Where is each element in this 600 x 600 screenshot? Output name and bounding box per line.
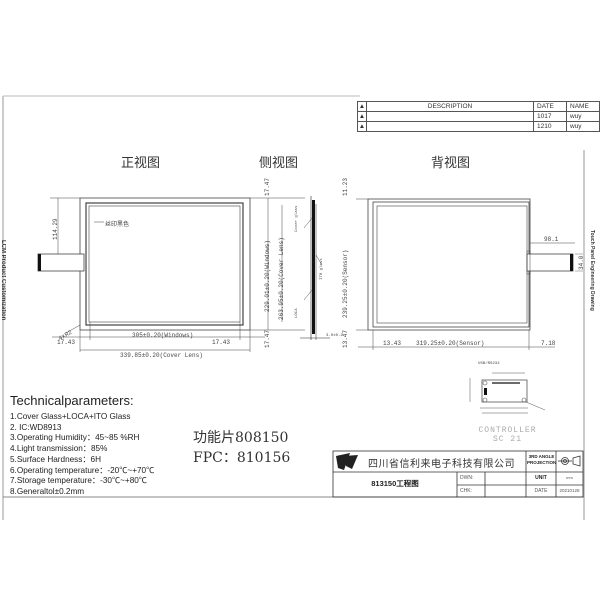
tech-param-item: 6.Operating temperature：-20℃~+70℃	[10, 465, 155, 475]
projection-symbol-icon	[558, 455, 581, 467]
projection-line1: 3RD ANGLE	[528, 454, 555, 459]
date-label: DATE	[534, 488, 548, 494]
dim-bottom-border: 17.47	[264, 329, 271, 348]
unit-label: UNIT	[535, 475, 547, 481]
dim-top-border: 17.47	[264, 177, 271, 196]
dim-fpc-width: 34.0	[578, 255, 585, 270]
dim-fpc-length: 98.1	[544, 236, 559, 243]
revision-row: ▲ 1017 wuy	[357, 111, 600, 122]
side-view-title: 侧视图	[259, 156, 299, 171]
dim-thickness: 3.0±0.2	[326, 334, 343, 338]
technical-parameters-title: Technicalparameters:	[10, 393, 134, 408]
side-view-drawing	[300, 196, 330, 340]
controller-line1: CONTROLLER	[478, 426, 537, 435]
revision-triangle-icon: ▲	[357, 121, 367, 132]
side-label-loca: LOCA	[295, 308, 299, 318]
function-part-number: 功能片808150	[193, 430, 289, 446]
revision-date-header: DATE	[533, 101, 567, 112]
controller-drawing	[469, 372, 546, 414]
back-view-title: 背视图	[431, 156, 471, 171]
revision-triangle-icon: ▲	[357, 111, 367, 122]
date-value: 20210128	[559, 488, 580, 493]
back-view-drawing	[356, 198, 583, 350]
front-view-drawing	[37, 197, 305, 352]
tech-param-item: 2. IC:WD8913	[10, 422, 62, 432]
revision-triangle-icon: ▲	[357, 101, 367, 112]
side-label-cover-glass: Cover glass	[295, 205, 299, 232]
tech-param-item: 4.Light transmission：85%	[10, 444, 108, 454]
projection-line2: PROJECTION	[527, 460, 557, 465]
front-view-title: 正视图	[121, 156, 161, 171]
revision-table: ▲ DESCRIPTION DATE NAME ▲ 1017 wuy ▲ 121…	[357, 101, 600, 132]
side-label-ito-glass: ITO glass	[320, 258, 324, 280]
dim-window-width: 305±0.20(Windows)	[132, 332, 194, 339]
right-margin-text: Touch Panel Engineering Drawing	[589, 230, 595, 311]
fpc-part-number: FPC：810156	[193, 450, 291, 466]
tech-param-item: 1.Cover Glass+LOCA+ITO Glass	[10, 412, 131, 421]
right-margin-text-container: Touch Panel Engineering Drawing	[589, 230, 595, 370]
dim-back-bottom: 13.47	[342, 329, 349, 348]
technical-parameters: Technicalparameters: 1.Cover Glass+LOCA+…	[10, 393, 154, 498]
chk-label: CHK:	[460, 488, 472, 494]
projection-label: 3RD ANGLE PROJECTION	[527, 454, 556, 466]
dim-fpc-offset: 114.29	[52, 218, 59, 240]
dim-cover-height: 263.95±0.20(Cover Lens)	[278, 237, 285, 320]
dim-back-top: 11.23	[342, 177, 349, 196]
left-margin-text-container: LCM Product Customization	[0, 240, 6, 370]
dim-back-left: 13.43	[383, 340, 402, 347]
dim-sensor-width: 319.25±0.20(Sensor)	[416, 340, 485, 347]
revision-description-header: DESCRIPTION	[366, 101, 534, 112]
dim-sensor-height: 239.25±0.20(Sensor)	[342, 249, 349, 318]
title-block-frame	[332, 450, 584, 498]
dwn-label: DWN:	[460, 475, 474, 481]
dim-window-height: 229.01±0.20(Windows)	[264, 239, 271, 312]
dim-cover-width: 339.85±0.20(Cover Lens)	[120, 352, 203, 359]
tech-param-item: 5.Surface Hardness：6H	[10, 454, 102, 464]
drawing-name: 813150工程图	[371, 479, 419, 488]
revision-description	[366, 111, 534, 122]
controller-label: CONTROLLER SC 21	[470, 426, 545, 444]
revision-date: 1017	[533, 111, 567, 122]
dim-left-border: 17.43	[57, 339, 76, 346]
revision-header-row: ▲ DESCRIPTION DATE NAME	[357, 101, 600, 112]
dim-right-border: 17.43	[212, 339, 231, 346]
company-logo-icon	[336, 453, 358, 470]
revision-description	[366, 121, 534, 132]
revision-name: wuy	[566, 121, 600, 132]
unit-value: mm	[566, 475, 573, 480]
controller-line2: SC 21	[492, 435, 522, 444]
dim-back-right: 7.18	[541, 340, 556, 347]
part-numbers: 功能片808150 FPC：810156	[193, 428, 290, 468]
tech-param-item: 8.Generaltol±0.2mm	[10, 486, 85, 496]
revision-date: 1210	[533, 121, 567, 132]
tech-param-item: 7.Storage temperature：-30℃~+80℃	[10, 476, 147, 486]
revision-name: wuy	[566, 111, 600, 122]
silk-print-note: 丝印黑色	[105, 221, 130, 228]
revision-name-header: NAME	[566, 101, 600, 112]
revision-row: ▲ 1210 wuy	[357, 121, 600, 132]
company-name: 四川省信利来电子科技有限公司	[368, 459, 515, 470]
tech-param-item: 3.Operating Humidity：45~85 %RH	[10, 433, 140, 443]
controller-connector-label: USB/RS232	[478, 362, 500, 366]
left-margin-text: LCM Product Customization	[0, 240, 6, 321]
